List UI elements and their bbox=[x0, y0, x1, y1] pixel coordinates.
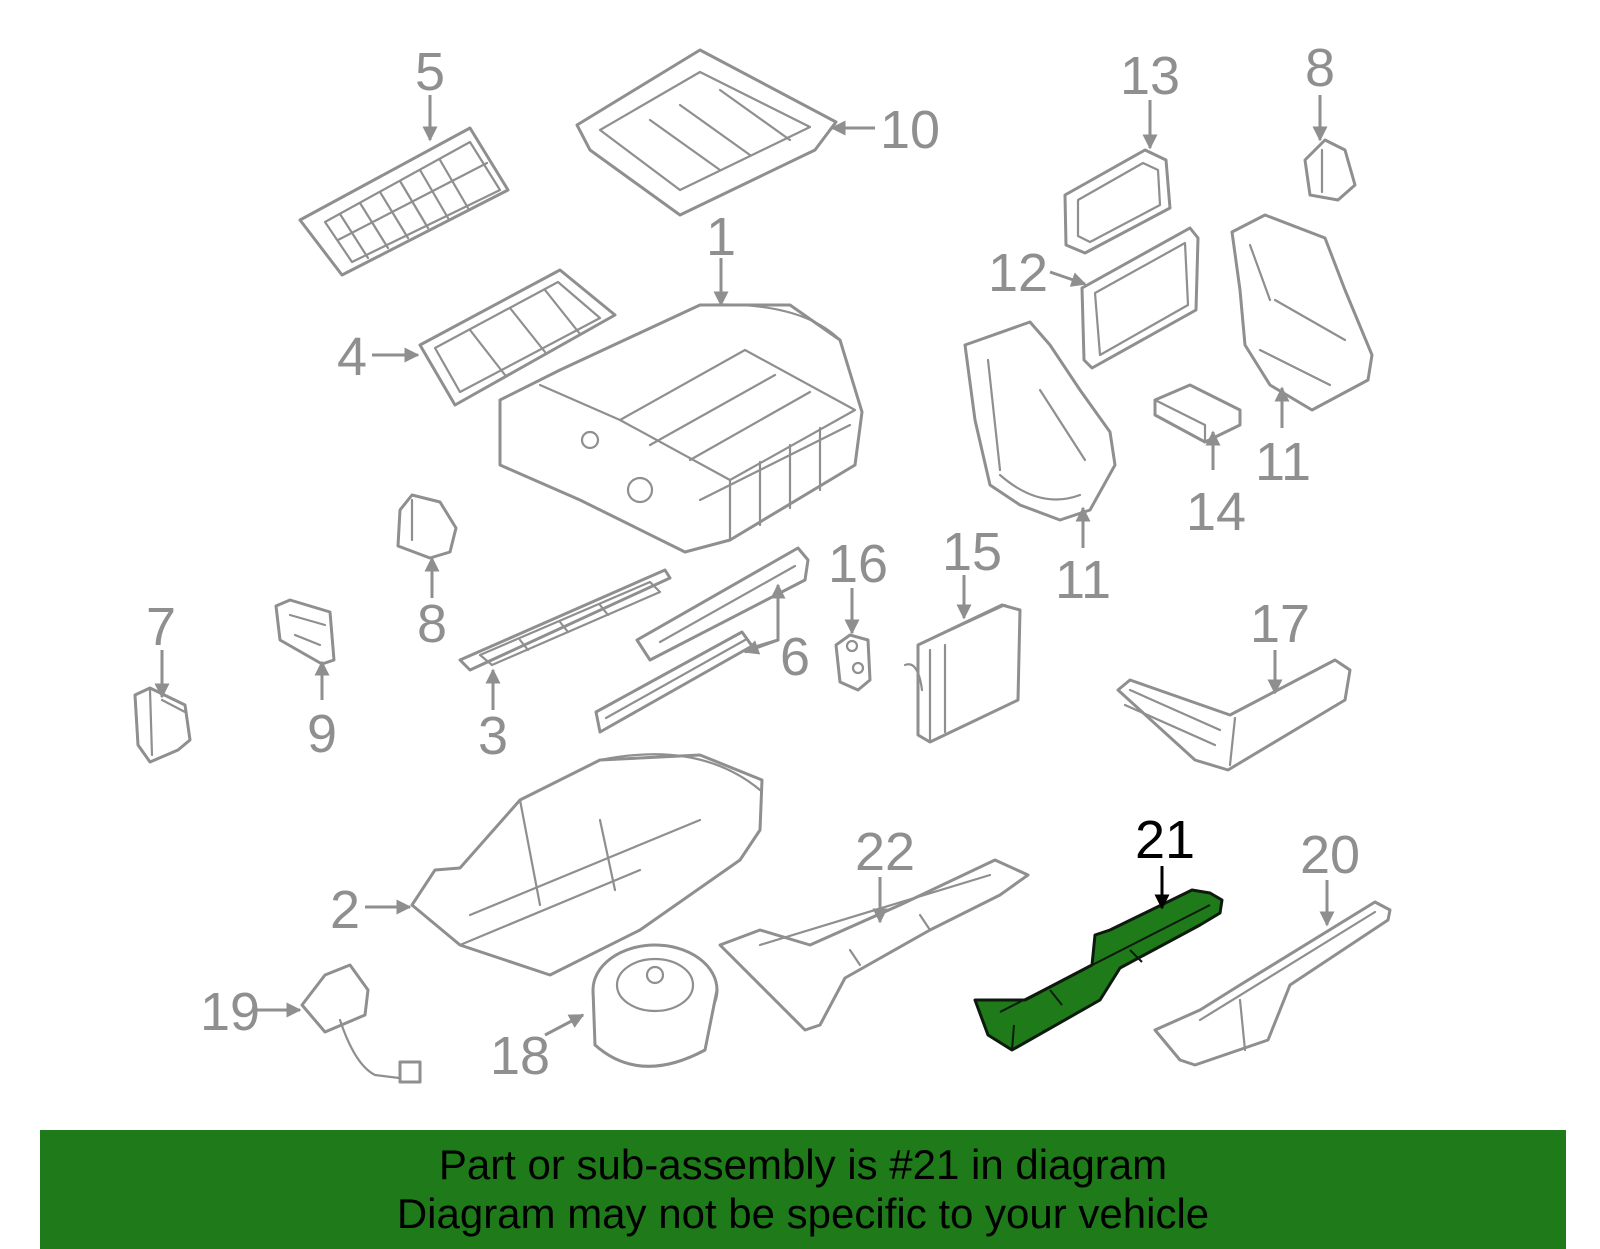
part-16-valve bbox=[834, 633, 872, 692]
callout-1: 1 bbox=[706, 207, 736, 267]
part-3-door bbox=[458, 568, 672, 672]
callout-13: 13 bbox=[1120, 46, 1180, 106]
callout-3: 3 bbox=[478, 706, 508, 766]
part-2-blower-case bbox=[410, 753, 764, 977]
part-8-actuator-right bbox=[1303, 138, 1357, 202]
callout-22: 22 bbox=[855, 822, 915, 882]
callout-20: 20 bbox=[1300, 825, 1360, 885]
part-8-actuator-left bbox=[396, 493, 458, 560]
callout-9: 9 bbox=[307, 704, 337, 764]
callout-5: 5 bbox=[415, 42, 445, 102]
part-11-case-half-right bbox=[1230, 213, 1374, 412]
banner-line-1: Part or sub-assembly is #21 in diagram bbox=[438, 1141, 1168, 1188]
part-17-heater-core bbox=[1116, 658, 1352, 772]
part-19-sensor bbox=[300, 963, 422, 1084]
callout-12: 12 bbox=[988, 243, 1048, 303]
callout-8-left: 8 bbox=[417, 594, 447, 654]
part-21-duct-highlighted bbox=[973, 888, 1224, 1052]
part-7-actuator bbox=[133, 686, 192, 764]
callout-17: 17 bbox=[1250, 594, 1310, 654]
callout-11-right: 11 bbox=[1255, 432, 1311, 492]
callout-14: 14 bbox=[1186, 482, 1246, 542]
part-10-upper-cover bbox=[575, 48, 838, 217]
callout-15: 15 bbox=[942, 522, 1002, 582]
part-4-filter-grid bbox=[418, 268, 617, 407]
callout-7: 7 bbox=[146, 597, 176, 657]
callout-21: 21 bbox=[1135, 810, 1195, 870]
part-13-seal bbox=[1063, 148, 1172, 255]
callout-19: 19 bbox=[200, 982, 260, 1042]
callout-6: 6 bbox=[780, 627, 810, 687]
part-6-doors bbox=[594, 546, 810, 734]
callout-2: 2 bbox=[330, 880, 360, 940]
part-20-duct bbox=[1153, 900, 1392, 1067]
part-15-evaporator bbox=[903, 603, 1022, 744]
part-11-case-half-left bbox=[963, 320, 1117, 522]
info-banner: Part or sub-assembly is #21 in diagram D… bbox=[40, 1130, 1566, 1249]
callout-18: 18 bbox=[490, 1026, 550, 1086]
part-5-filter-grid bbox=[298, 126, 510, 277]
part-18-blower-motor bbox=[591, 943, 719, 1068]
part-12-filter bbox=[1080, 226, 1200, 370]
part-14-block bbox=[1153, 383, 1242, 444]
callout-16: 16 bbox=[828, 534, 888, 594]
callout-4: 4 bbox=[337, 327, 367, 387]
part-9-resistor bbox=[274, 598, 336, 666]
callout-8-right: 8 bbox=[1305, 38, 1335, 98]
leader-lines bbox=[154, 95, 1335, 1037]
callout-11-left: 11 bbox=[1055, 550, 1111, 610]
callout-labels: 5 10 1 4 13 8 12 14 11 11 8 15 16 17 7 9… bbox=[146, 38, 1360, 1086]
banner-line-2: Diagram may not be specific to your vehi… bbox=[396, 1190, 1210, 1237]
callout-10: 10 bbox=[880, 100, 940, 160]
